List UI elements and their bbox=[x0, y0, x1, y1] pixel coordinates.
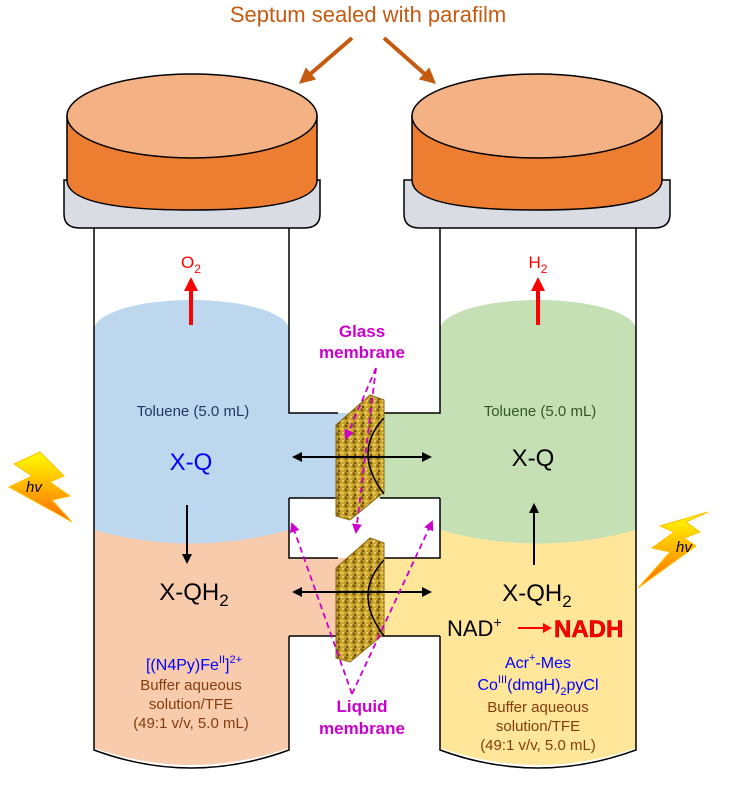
right-xqh2-label: X-QH2 bbox=[502, 580, 571, 611]
right-buffer-line-1: Buffer aqueous bbox=[487, 699, 588, 716]
left-cap bbox=[63, 73, 321, 229]
glass-membrane-label-2: membrane bbox=[319, 343, 405, 362]
right-toluene-top bbox=[440, 300, 636, 360]
right-aqueous-phase bbox=[440, 530, 636, 765]
glass-membrane-label-1: Glass bbox=[339, 322, 385, 341]
right-buffer-line-2: solution/TFE bbox=[496, 718, 580, 735]
right-xq-label: X-Q bbox=[512, 445, 555, 472]
left-buffer-line-3: (49:1 v/v, 5.0 mL) bbox=[133, 715, 249, 732]
nadh-product-label: NADH bbox=[554, 616, 623, 643]
left-cell bbox=[94, 300, 289, 765]
nad-conversion-arrowhead bbox=[543, 623, 552, 633]
left-lightning-icon bbox=[7, 451, 73, 523]
liquid-membrane-frit bbox=[335, 537, 385, 663]
left-buffer-line-1: Buffer aqueous bbox=[140, 677, 241, 694]
glass-outline bbox=[93, 226, 637, 769]
h2-label: H2 bbox=[529, 253, 548, 276]
right-lightning-icon bbox=[637, 511, 709, 589]
cap-arrow-left bbox=[298, 36, 354, 84]
left-toluene-phase bbox=[94, 330, 289, 544]
left-xqh2-label: X-QH2 bbox=[159, 579, 228, 610]
left-aqueous-phase bbox=[94, 530, 289, 765]
left-catalyst-label: [(N4Py)FeII]2+ bbox=[146, 654, 242, 674]
cap-arrow-right bbox=[382, 36, 436, 84]
right-cell bbox=[440, 300, 636, 765]
liquid-pointer-right bbox=[351, 520, 434, 695]
glass-pointer-left bbox=[344, 367, 377, 440]
left-toluene-top bbox=[94, 300, 289, 360]
cobalt-catalyst-label: CoIII(dmgH)2pyCl bbox=[477, 674, 598, 698]
liquid-membrane-label-1: Liquid bbox=[337, 697, 388, 716]
left-hv-label: hv bbox=[26, 479, 43, 496]
liquid-pointer-left bbox=[289, 522, 353, 695]
right-cap bbox=[403, 73, 671, 229]
title: Septum sealed with parafilm bbox=[230, 2, 506, 27]
nad-label: NAD+ bbox=[447, 614, 502, 641]
left-xq-label: X-Q bbox=[170, 449, 213, 476]
right-hv-label: hv bbox=[676, 539, 693, 556]
o2-label: O2 bbox=[181, 253, 201, 276]
right-toluene-label: Toluene (5.0 mL) bbox=[484, 403, 597, 420]
photocatalyst-label: Acr+-Mes bbox=[505, 652, 571, 672]
right-buffer-line-3: (49:1 v/v, 5.0 mL) bbox=[480, 737, 596, 754]
liquid-membrane-label-2: membrane bbox=[319, 719, 405, 738]
left-buffer-line-2: solution/TFE bbox=[149, 696, 233, 713]
right-toluene-phase bbox=[440, 330, 636, 544]
left-toluene-label: Toluene (5.0 mL) bbox=[137, 403, 250, 420]
glass-pointer-right bbox=[352, 367, 377, 534]
